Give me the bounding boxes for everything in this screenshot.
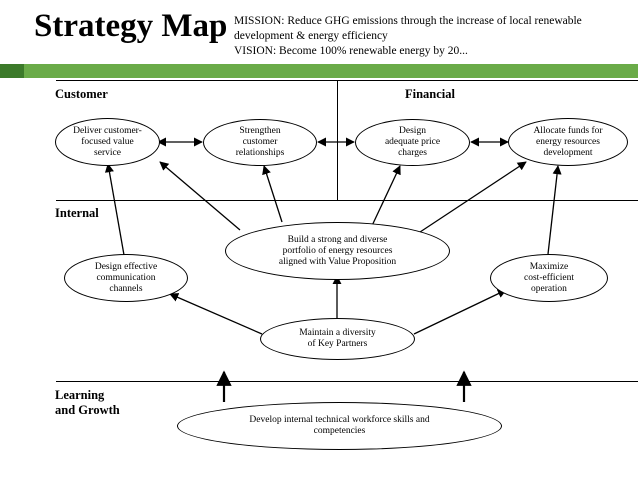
vision-line: VISION: Become 100% renewable energy by … [234,45,468,57]
header-band-accent [0,64,24,78]
section-financial: Financial [405,87,456,101]
node-allocate-funds: Allocate funds for energy resources deve… [508,118,628,166]
section-internal: Internal [55,206,99,220]
node-build-portfolio: Build a strong and diverse portfolio of … [225,222,450,280]
node-design-communication: Design effective communication channels [64,254,188,302]
node-deliver-value: Deliver customer- focused value service [55,118,160,166]
arrow-build-to-strengthen [262,165,283,223]
node-maximize-operation: Maximize cost-efficient operation [490,254,608,302]
divider-top [56,80,638,81]
node-key-partners: Maintain a diversity of Key Partners [260,318,415,360]
mission-vision-block: MISSION: Reduce GHG emissions through th… [234,14,634,59]
arrow-build-to-design-price [369,165,401,231]
arrow-maximize-to-allocate [547,165,562,255]
page-title: Strategy Map [34,8,228,44]
divider-learning [56,381,638,382]
mission-line-2: development & energy efficiency [234,30,388,42]
arrow-partners-to-maximize [413,289,507,335]
node-develop-workforce: Develop internal technical workforce ski… [177,402,502,450]
header-band [0,64,638,78]
arrow-build-to-allocate [413,161,527,237]
section-learning-growth: Learning and Growth [55,388,120,417]
divider-internal [56,200,638,201]
node-strengthen-relationships: Strengthen customer relationships [203,119,317,166]
mission-line-1: MISSION: Reduce GHG emissions through th… [234,15,582,27]
node-design-price-charges: Design adequate price charges [355,119,470,166]
section-customer: Customer [55,87,108,101]
arrow-build-to-deliver [159,161,241,231]
arrow-comm-to-deliver [104,163,125,256]
arrow-partners-to-comm [169,293,263,335]
